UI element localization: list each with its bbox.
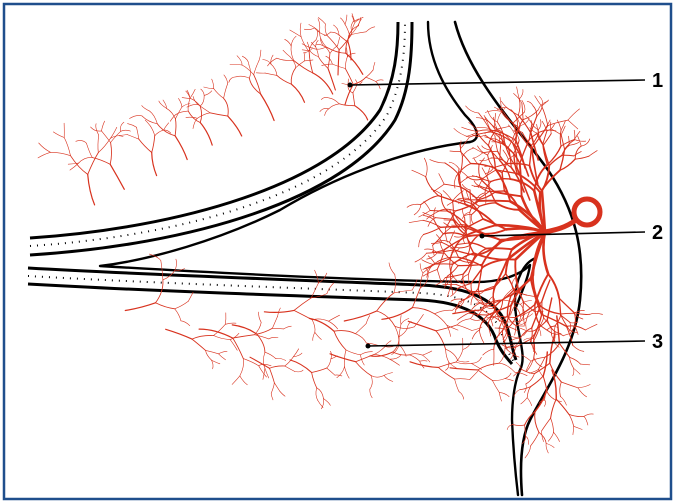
label-3: 3 bbox=[652, 331, 663, 353]
vessel-branch bbox=[486, 248, 512, 249]
label-1: 1 bbox=[652, 70, 663, 92]
figure-frame bbox=[4, 4, 671, 499]
vessel-branch bbox=[479, 201, 511, 202]
vessel-branch bbox=[489, 191, 504, 192]
label-2: 2 bbox=[652, 222, 663, 244]
